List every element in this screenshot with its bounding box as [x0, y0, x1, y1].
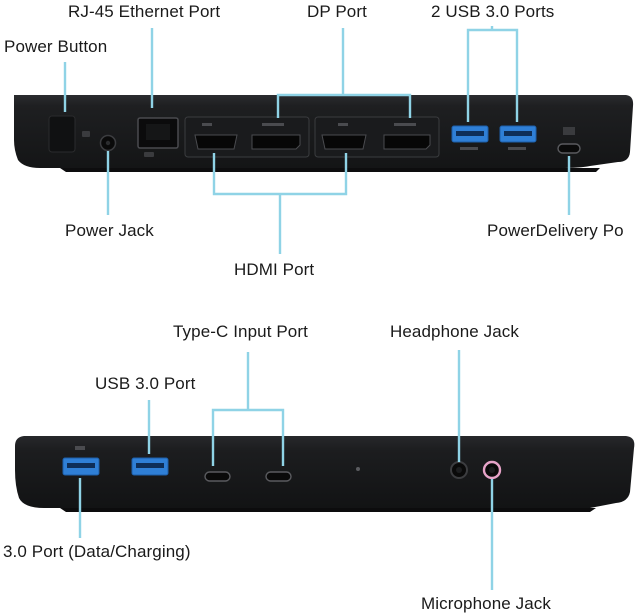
usb-port-charging: [62, 446, 100, 476]
rj45-label: RJ-45 Ethernet Port: [68, 2, 221, 21]
microphone-jack: [482, 460, 502, 480]
headphone-jack-label: Headphone Jack: [390, 322, 519, 341]
usb-ports-label: 2 USB 3.0 Ports: [431, 2, 555, 21]
typec-input-label: Type-C Input Port: [173, 322, 308, 341]
usb30-port-label: USB 3.0 Port: [95, 374, 196, 393]
headphone-jack: [450, 461, 468, 479]
bottom-dock-body: [15, 436, 635, 512]
power-button-label: Power Button: [4, 37, 108, 56]
typec-input-ports: [204, 471, 292, 482]
rj45-port: [137, 117, 179, 157]
usb-port: [131, 457, 169, 476]
video-port-group-2: [314, 116, 440, 158]
dp-port-label: DP Port: [307, 2, 367, 21]
usb-ports-pair: [451, 125, 537, 150]
bottom-callout-lines: [78, 350, 494, 590]
power-delivery-label: PowerDelivery Po: [487, 221, 624, 240]
power-jack: [82, 131, 117, 152]
power-jack-label: Power Jack: [65, 221, 154, 240]
top-callout-lines: [63, 26, 571, 254]
video-port-group-1: [184, 116, 310, 158]
microphone-jack-label: Microphone Jack: [421, 594, 552, 613]
status-led: [356, 467, 360, 471]
usb-data-charging-label: 3.0 Port (Data/Charging): [3, 542, 191, 561]
power-button: [48, 115, 76, 153]
power-delivery-port: [557, 127, 581, 154]
hdmi-port-label: HDMI Port: [234, 260, 315, 279]
